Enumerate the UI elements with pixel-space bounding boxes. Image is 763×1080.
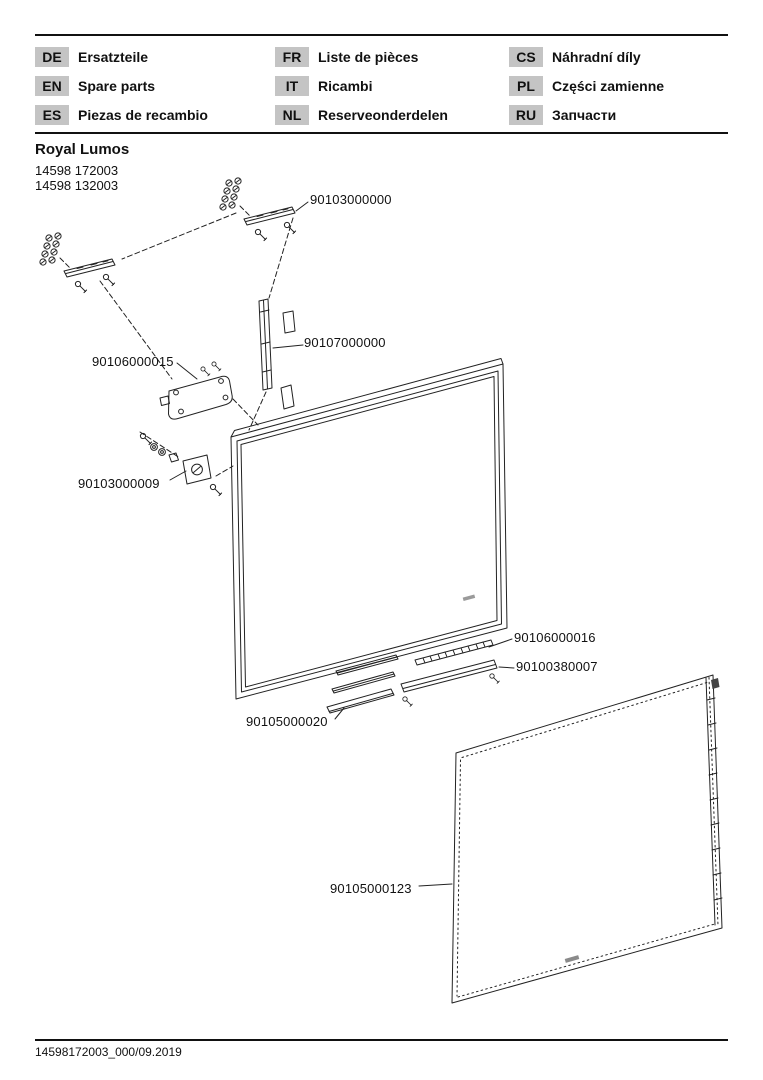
part-number-90107000000: 90107000000 [304,335,386,350]
glass-shelves-part [326,654,399,714]
part-number-90103000000: 90103000000 [310,192,392,207]
part-number-90105000123: 90105000123 [330,881,412,896]
lang-badge-nl: NL [275,105,309,125]
lang-entry-de: DE Ersatzteile [35,47,148,67]
part-number-90103000009: 90103000009 [78,476,160,491]
lang-entry-nl: NL Reserveonderdelen [275,105,448,125]
lang-label-it: Ricambi [318,78,373,94]
lang-entry-en: EN Spare parts [35,76,155,96]
lang-label-fr: Liste de pièces [318,49,419,65]
bottom-profile-part [400,659,500,707]
footer-divider [35,1039,728,1041]
lang-label-ru: Запчасти [552,107,617,123]
lang-label-de: Ersatzteile [78,49,149,65]
part-number-90106000016: 90106000016 [514,630,596,645]
part-number-90105000020: 90105000020 [246,714,328,729]
leader-lines [169,201,515,887]
part-number-90100380007: 90100380007 [516,659,598,674]
lang-entry-es: ES Piezas de recambio [35,105,208,125]
wall-bracket-hardware [39,177,297,294]
document-code: 14598172003_000/09.2019 [35,1045,182,1059]
lang-badge-es: ES [35,105,69,125]
lang-label-nl: Reserveonderdelen [318,107,448,123]
cabinet-frame [230,358,508,700]
lang-label-pl: Części zamienne [552,78,665,94]
fastener-set-part [139,432,223,497]
lang-badge-fr: FR [275,47,309,67]
lang-badge-en: EN [35,76,69,96]
lang-badge-cs: CS [509,47,543,67]
lang-badge-pl: PL [509,76,543,96]
control-box-part [159,361,233,420]
assembly-guide-lines [59,205,294,477]
lang-badge-it: IT [275,76,309,96]
top-divider [35,34,728,36]
led-strip-part [414,639,494,666]
model-number-1: 14598 172003 [35,163,119,178]
model-number-2: 14598 132003 [35,178,119,193]
lang-entry-fr: FR Liste de pièces [275,47,418,67]
lang-badge-de: DE [35,47,69,67]
lang-label-es: Piezas de recambio [78,107,208,123]
lang-entry-cs: CS Náhradní díly [509,47,641,67]
part-number-90106000015: 90106000015 [92,354,174,369]
product-title: Royal Lumos [35,141,130,158]
lang-label-en: Spare parts [78,78,156,94]
mirror-door-part [451,674,723,1004]
lang-entry-pl: PL Części zamienne [509,76,664,96]
lang-badge-ru: RU [509,105,543,125]
lang-label-cs: Náhradní díly [552,49,641,65]
lang-entry-it: IT Ricambi [275,76,372,96]
vertical-profile-part [258,298,296,410]
lang-entry-ru: RU Запчасти [509,105,616,125]
header-divider [35,132,728,134]
